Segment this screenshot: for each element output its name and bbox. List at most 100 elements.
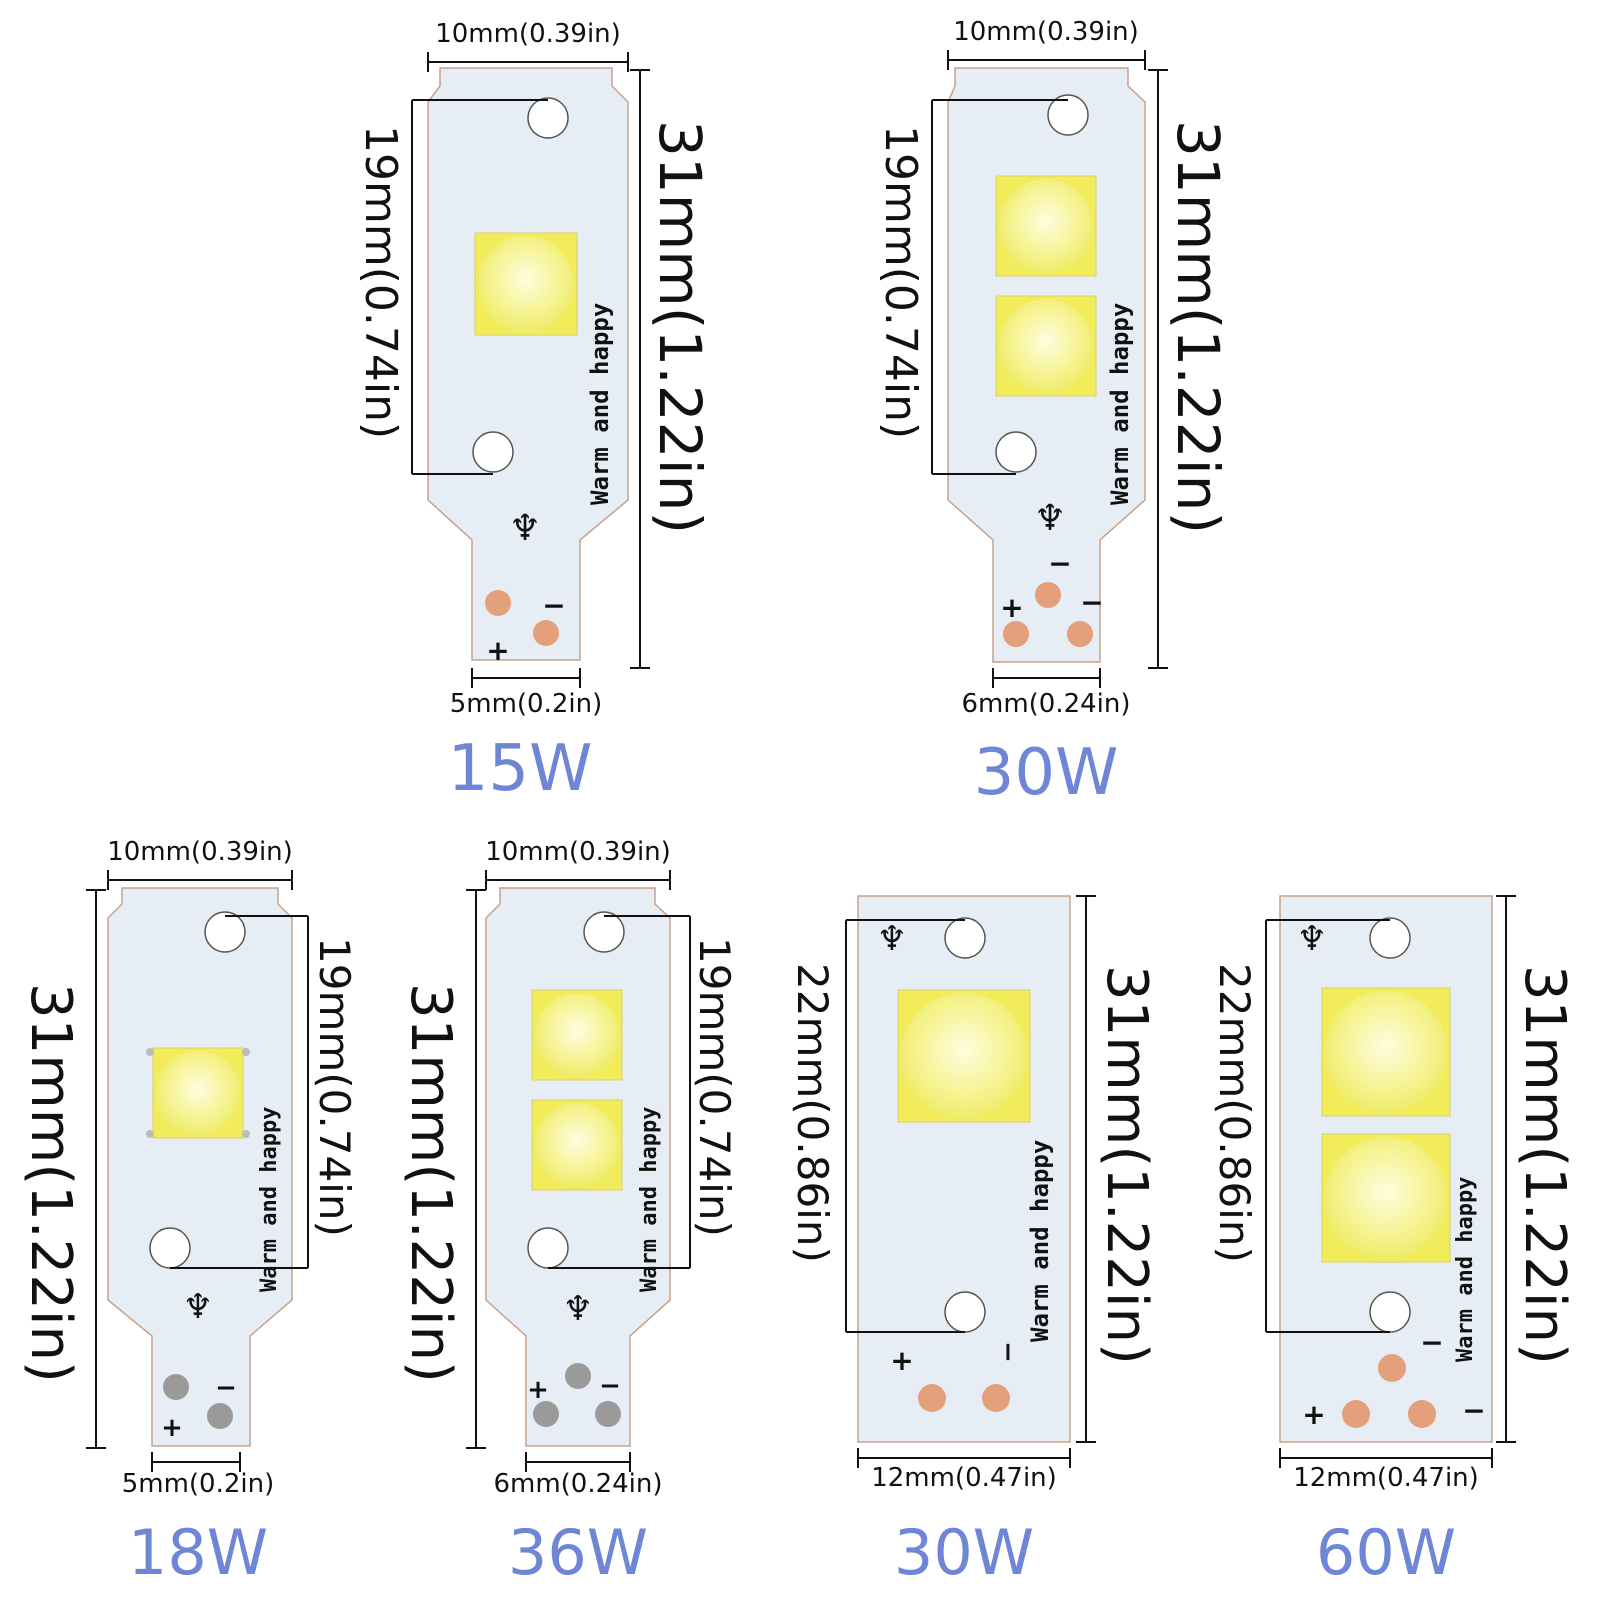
solder-pad-minus	[207, 1403, 233, 1429]
led-chip-1	[531, 989, 623, 1081]
mounting-hole-top	[583, 911, 625, 953]
lamp-logo-icon: ♆	[1034, 498, 1066, 539]
solder-pad-1	[1035, 582, 1061, 608]
module-15w: Warm and happy ♆ + − 10mm(0.39in) 31mm(1…	[355, 19, 714, 806]
solder-pad-2	[1003, 621, 1029, 647]
hole-spacing-dimension: 22mm(0.86in)	[1210, 963, 1259, 1263]
solder-pad-2	[1342, 1400, 1370, 1428]
module-36w: Warm and happy ♆ + − 10mm(0.39in) 31mm(1…	[398, 837, 739, 1589]
mounting-hole-bottom	[995, 431, 1037, 473]
minus-sign: −	[542, 589, 565, 622]
minus-sign: −	[215, 1373, 237, 1403]
lamp-logo-icon: ♆	[183, 1287, 213, 1327]
minus-sign-2: −	[1462, 1394, 1485, 1427]
mounting-hole-top	[944, 917, 986, 959]
mounting-hole-bottom	[1369, 1291, 1411, 1333]
mounting-hole-top	[527, 97, 569, 139]
led-chip	[146, 1047, 250, 1139]
length-dimension: 31mm(1.22in)	[1094, 965, 1159, 1365]
solder-pad-1	[565, 1363, 591, 1389]
board-text: Warm and happy	[1026, 1140, 1054, 1342]
solder-pad-plus	[163, 1374, 189, 1400]
tab-width-dimension: 5mm(0.2in)	[122, 1469, 275, 1499]
led-chip-2	[531, 1099, 623, 1191]
led-chip-1	[995, 175, 1097, 277]
minus-sign: −	[1048, 547, 1071, 580]
wattage-label: 60W	[1316, 1516, 1456, 1589]
mounting-hole-bottom	[149, 1227, 191, 1269]
led-chip-2	[1321, 1133, 1451, 1263]
lamp-logo-icon: ♆	[1297, 919, 1327, 959]
width-dimension: 10mm(0.39in)	[485, 837, 671, 867]
solder-pad-3	[595, 1401, 621, 1427]
pcb-board	[107, 887, 293, 1447]
tab-width-dimension: 6mm(0.24in)	[961, 689, 1130, 719]
module-30w-wide: Warm and happy ♆ + − 31mm(1.22in) 22mm(0…	[788, 895, 1159, 1589]
solder-pad-1	[1378, 1354, 1406, 1382]
led-chip-1	[1321, 987, 1451, 1117]
width-dimension: 10mm(0.39in)	[107, 837, 293, 867]
mounting-hole-bottom	[527, 1227, 569, 1269]
board-text: Warm and happy	[637, 1107, 662, 1292]
hole-spacing-dimension: 19mm(0.74in)	[875, 125, 926, 439]
minus-sign: −	[993, 1341, 1023, 1363]
tab-width-dimension: 6mm(0.24in)	[493, 1469, 662, 1499]
plus-sign: +	[890, 1344, 913, 1377]
mounting-hole-bottom	[944, 1291, 986, 1333]
mounting-hole-top	[1047, 94, 1089, 136]
wattage-label: 36W	[508, 1516, 648, 1589]
mounting-hole-top	[204, 911, 246, 953]
board-text: Warm and happy	[1106, 303, 1134, 505]
solder-pad-minus	[982, 1384, 1010, 1412]
module-18w: Warm and happy ♆ + − 10mm(0.39in) 31mm(1…	[18, 837, 359, 1589]
plus-sign: +	[161, 1413, 183, 1443]
width-dimension: 12mm(0.47in)	[871, 1463, 1057, 1493]
solder-pad-plus	[918, 1384, 946, 1412]
length-dimension: 31mm(1.22in)	[398, 983, 463, 1383]
wattage-label: 30W	[894, 1516, 1034, 1589]
hole-spacing-dimension: 19mm(0.74in)	[310, 937, 359, 1237]
solder-pad-3	[1408, 1400, 1436, 1428]
pcb-board	[427, 67, 629, 661]
width-dimension: 10mm(0.39in)	[953, 17, 1139, 47]
module-60w: Warm and happy ♆ + − − 31mm(1.22in) 22mm…	[1210, 895, 1577, 1589]
plus-sign: +	[1302, 1398, 1325, 1431]
led-chip	[897, 989, 1031, 1123]
solder-pad-3	[1067, 621, 1093, 647]
wattage-label: 30W	[974, 736, 1119, 810]
lamp-logo-icon: ♆	[563, 1289, 593, 1329]
pcb-board	[857, 895, 1071, 1443]
hole-spacing-dimension: 19mm(0.74in)	[690, 937, 739, 1237]
tab-width-dimension: 5mm(0.2in)	[450, 689, 603, 719]
mounting-hole-bottom	[472, 431, 514, 473]
module-30w-narrow: Warm and happy ♆ + − − 10mm(0.39in) 31mm…	[875, 17, 1232, 810]
led-chip-2	[995, 295, 1097, 397]
length-dimension: 31mm(1.22in)	[1164, 120, 1232, 534]
board-text: Warm and happy	[586, 303, 614, 505]
width-dimension: 12mm(0.47in)	[1293, 1463, 1479, 1493]
hole-spacing-dimension: 22mm(0.86in)	[788, 963, 837, 1263]
length-dimension: 31mm(1.22in)	[18, 983, 83, 1383]
lamp-logo-icon: ♆	[877, 919, 907, 959]
wattage-label: 15W	[448, 732, 593, 806]
plus-sign: +	[1000, 591, 1023, 624]
board-text: Warm and happy	[257, 1107, 282, 1292]
length-dimension: 31mm(1.22in)	[1512, 965, 1577, 1365]
lamp-logo-icon: ♆	[509, 508, 541, 549]
hole-spacing-dimension: 19mm(0.74in)	[355, 125, 406, 439]
solder-pad-minus	[533, 620, 559, 646]
plus-sign: +	[486, 634, 509, 667]
solder-pad-plus	[485, 590, 511, 616]
plus-sign: +	[527, 1375, 549, 1405]
minus-sign: −	[599, 1371, 621, 1401]
wattage-label: 18W	[128, 1516, 268, 1589]
length-dimension: 31mm(1.22in)	[646, 120, 714, 534]
solder-pad-2	[533, 1401, 559, 1427]
board-text: Warm and happy	[1453, 1177, 1478, 1362]
minus-sign-2: −	[1080, 586, 1103, 619]
led-chip	[474, 232, 578, 336]
width-dimension: 10mm(0.39in)	[435, 19, 621, 49]
mounting-hole-top	[1369, 917, 1411, 959]
minus-sign: −	[1420, 1326, 1443, 1359]
